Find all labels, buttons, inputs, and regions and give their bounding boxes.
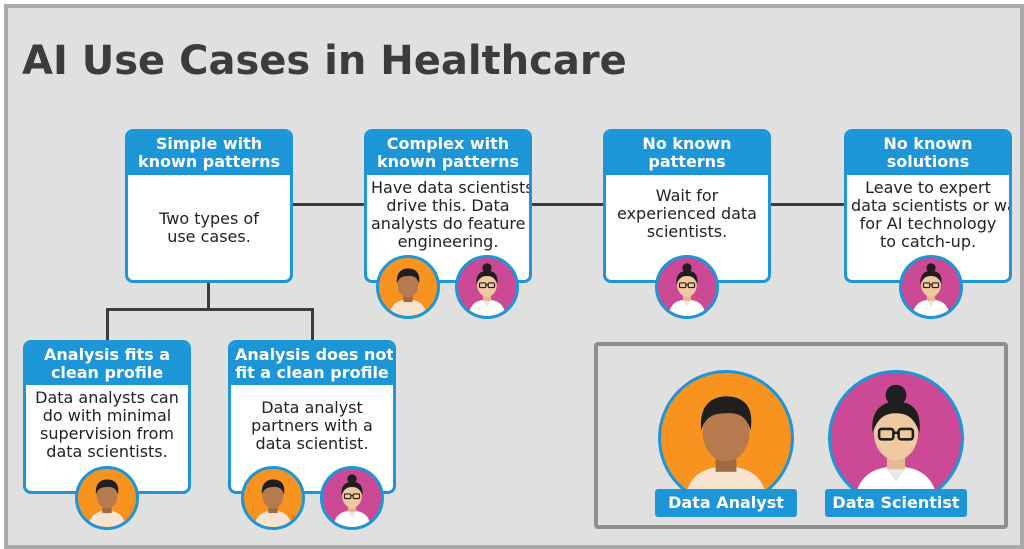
card-body-line: for AI technology <box>859 214 997 233</box>
card-body-line: supervision from <box>40 424 174 443</box>
card-header: No known solutions <box>847 132 1009 175</box>
connector-branch-left <box>106 308 109 342</box>
card-header-line: fit a clean profile <box>235 362 389 382</box>
data-analyst-avatar-icon <box>75 466 139 530</box>
card-body-line: Two types of <box>159 208 259 228</box>
card-body-line: data scientists or wait <box>851 196 1012 215</box>
card-body-line: scientists. <box>646 222 728 241</box>
card-body-line: to catch-up. <box>879 232 977 251</box>
page-title: AI Use Cases in Healthcare <box>22 38 627 84</box>
card-body-line: drive this. Data <box>386 196 510 215</box>
card-body: Data analysts can do with minimal superv… <box>26 385 188 461</box>
data-analyst-legend-label: Data Analyst <box>655 489 797 517</box>
data-analyst-avatar-icon <box>241 466 305 530</box>
card-header-line: patterns <box>648 152 726 171</box>
card-body-line: Leave to expert <box>865 178 991 197</box>
card-body: Wait for experienced data scientists. <box>606 175 768 245</box>
card-body: Leave to expert data scientists or wait … <box>847 175 1012 251</box>
legend-box: Data Analyst Data Scientist <box>594 342 1008 529</box>
card-header-line: No known <box>883 134 973 153</box>
card-header: Complex with known patterns <box>367 132 529 175</box>
card-body-line: use cases. <box>167 226 251 246</box>
card-body-line: Wait for <box>655 186 719 205</box>
card-header-line: Analysis does not <box>235 344 395 364</box>
connector-top-horizontal <box>288 203 848 206</box>
card-body: Have data scientists drive this. Data an… <box>367 175 532 251</box>
card-header: Analysis does not fit a clean profile <box>231 343 393 385</box>
card-body-line: experienced data <box>617 204 757 223</box>
data-scientist-legend-icon <box>828 370 964 506</box>
data-scientist-avatar-icon <box>455 255 519 319</box>
card-header-line: solutions <box>886 152 970 171</box>
card-header-line: Complex with <box>386 134 510 153</box>
connector-branch-horizontal <box>106 308 314 311</box>
card-simple-known-patterns: Simple with known patterns Two types of … <box>125 129 293 283</box>
card-body-line: engineering. <box>397 232 499 251</box>
card-no-known-solutions: No known solutions Leave to expert data … <box>844 129 1012 283</box>
card-header-line: Simple with <box>155 134 263 153</box>
data-scientist-avatar-icon <box>899 255 963 319</box>
card-header-line: No known <box>642 134 732 153</box>
card-complex-known-patterns: Complex with known patterns Have data sc… <box>364 129 532 283</box>
card-analysis-not-fit-profile: Analysis does not fit a clean profile Da… <box>228 340 396 494</box>
card-header-line: known patterns <box>377 152 519 171</box>
data-scientist-avatar-icon <box>655 255 719 319</box>
card-header-line: Analysis fits a <box>44 344 170 364</box>
card-header: Analysis fits a clean profile <box>26 343 188 385</box>
card-body-line: Data analyst <box>261 398 363 417</box>
card-body-line: Have data scientists <box>371 178 532 197</box>
card-body-line: do with minimal <box>42 406 172 425</box>
card-body-line: data scientist. <box>255 434 369 453</box>
data-analyst-legend-icon <box>658 370 794 506</box>
card-body: Two types of use cases. <box>128 175 290 280</box>
card-header: Simple with known patterns <box>128 132 290 175</box>
card-body-line: data scientists. <box>46 442 168 461</box>
card-no-known-patterns: No known patterns Wait for experienced d… <box>603 129 771 283</box>
card-header: No known patterns <box>606 132 768 175</box>
card-header-line: clean profile <box>50 362 164 382</box>
connector-simple-down <box>207 283 210 311</box>
card-header-line: known patterns <box>138 152 280 171</box>
card-body: Data analyst partners with a data scient… <box>231 385 393 455</box>
card-body-line: Data analysts can <box>35 388 179 407</box>
card-body-line: analysts do feature <box>371 214 526 233</box>
data-scientist-legend-label: Data Scientist <box>825 489 967 517</box>
data-analyst-avatar-icon <box>376 255 440 319</box>
data-scientist-avatar-icon <box>320 466 384 530</box>
card-body-line: partners with a <box>251 416 373 435</box>
infographic-frame: AI Use Cases in Healthcare Simple with k… <box>4 4 1024 549</box>
connector-branch-right <box>311 308 314 342</box>
